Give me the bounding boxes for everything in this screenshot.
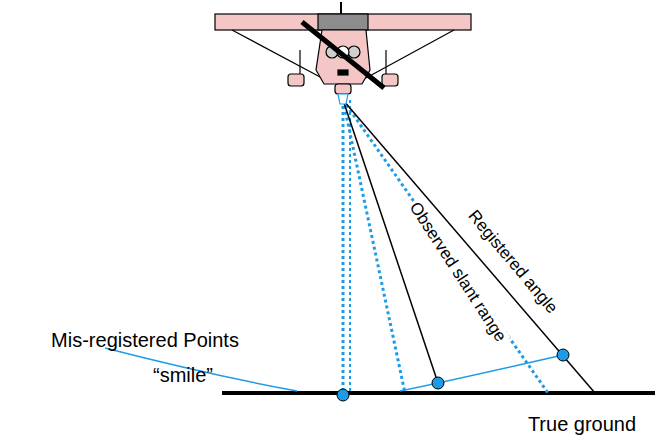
smile-curve [400, 355, 563, 391]
nadir-ray [349, 100, 351, 393]
airplane [215, 2, 471, 104]
ray-label: Observed slant range [404, 197, 510, 347]
ground-label: True ground [528, 413, 636, 435]
smile-curve [105, 348, 297, 391]
callout-label: “smile” [153, 364, 213, 386]
registered-ray [343, 100, 595, 393]
misregistered-point [432, 377, 444, 389]
ground-line [222, 391, 655, 395]
nadir-ray [342, 100, 345, 393]
misregistered-point [557, 349, 569, 361]
registered-ray [343, 100, 438, 383]
true-ray [343, 100, 548, 393]
true-ray [343, 100, 405, 393]
ground-point [337, 389, 349, 401]
callout-label: Mis-registered Points [51, 329, 239, 351]
